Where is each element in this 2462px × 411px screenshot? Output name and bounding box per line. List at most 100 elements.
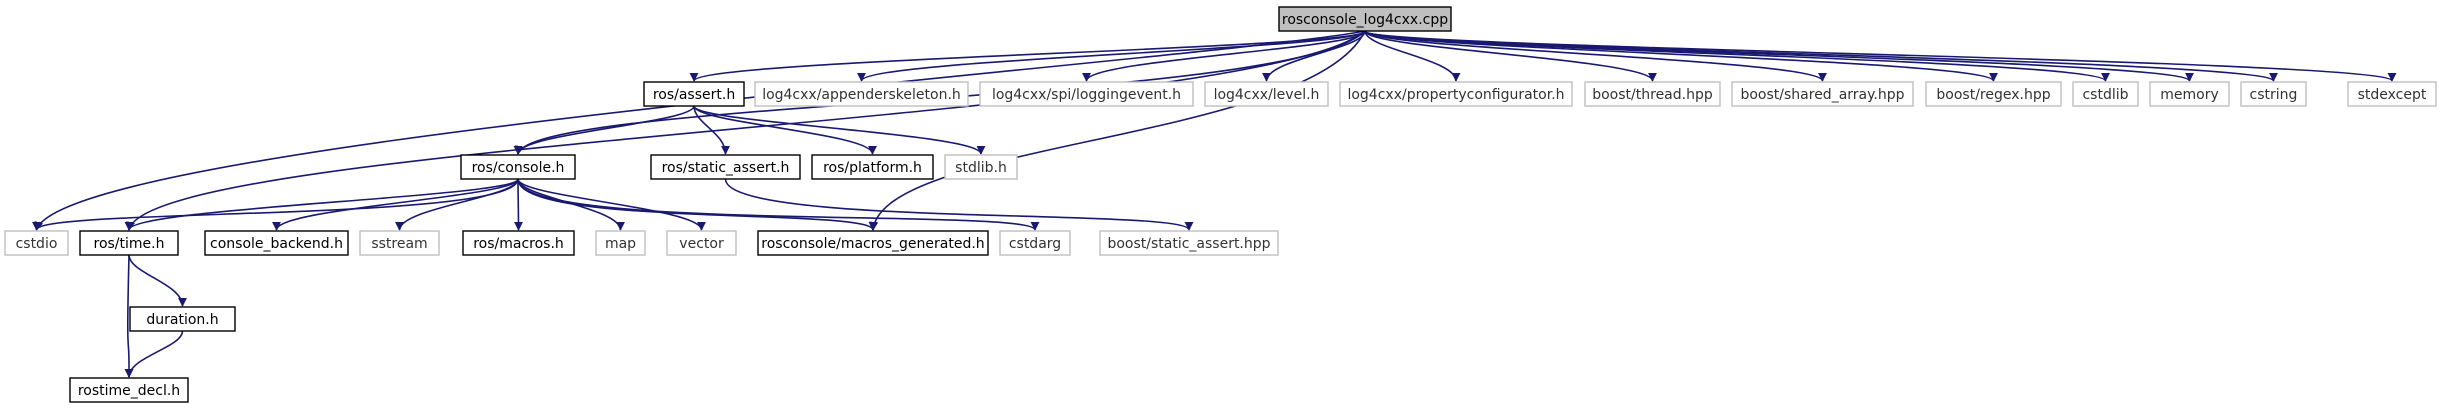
node-map: map xyxy=(595,230,646,256)
node-cstdlib: cstdlib xyxy=(2072,81,2139,107)
edge-root-to-appender xyxy=(857,30,1366,82)
edge-console-to-backend xyxy=(272,178,519,231)
edge-root-to-logevent xyxy=(1082,30,1366,82)
edge-console-to-cstdarg xyxy=(517,178,1040,231)
node-console[interactable]: ros/console.h xyxy=(460,154,576,180)
node-map-box xyxy=(595,230,646,256)
node-duration-box xyxy=(129,306,236,332)
node-cstdio-label: cstdio xyxy=(16,236,58,252)
node-level-box xyxy=(1204,81,1329,107)
node-vector: vector xyxy=(666,230,737,256)
node-root-label: rosconsole_log4cxx.cpp xyxy=(1282,12,1448,28)
edge-root-to-sharedarr xyxy=(1364,30,1827,82)
nodes-layer: rosconsole_log4cxx.cpp ros/assert.h log4cx… xyxy=(4,6,2437,403)
node-assert[interactable]: ros/assert.h xyxy=(643,81,745,107)
edge-time-to-rostimedecl xyxy=(124,254,134,378)
node-vector-label: vector xyxy=(679,236,724,252)
node-sharedarr: boost/shared_array.hpp xyxy=(1731,81,1914,107)
node-regex-label: boost/regex.hpp xyxy=(1936,87,2050,103)
node-cstdarg: cstdarg xyxy=(999,230,1071,256)
node-time-box xyxy=(79,230,179,256)
node-cstdlib-box xyxy=(2072,81,2139,107)
node-macrosgen-box xyxy=(757,230,989,256)
node-staticassert[interactable]: ros/static_assert.h xyxy=(650,154,801,180)
node-assert-label: ros/assert.h xyxy=(653,87,735,103)
node-rostimedecl-label: rostime_decl.h xyxy=(78,383,180,399)
edge-assert-to-platform xyxy=(693,105,877,155)
node-level: log4cxx/level.h xyxy=(1204,81,1329,107)
node-memory-label: memory xyxy=(2160,87,2219,103)
node-propconf: log4cxx/propertyconfigurator.h xyxy=(1339,81,1573,107)
edge-console-to-macrosgen xyxy=(517,178,878,231)
node-rostimedecl[interactable]: rostime_decl.h xyxy=(69,377,189,403)
edge-console-to-vector xyxy=(517,178,706,231)
node-logevent-box xyxy=(979,81,1194,107)
node-sharedarr-label: boost/shared_array.hpp xyxy=(1740,87,1904,103)
node-appender: log4cxx/appenderskeleton.h xyxy=(754,81,969,107)
edge-assert-to-stdlib xyxy=(693,105,986,155)
node-staticassert-label: ros/static_assert.h xyxy=(662,160,790,176)
node-stdexcept: stdexcept xyxy=(2347,81,2437,107)
edge-root-to-macrosgen xyxy=(869,30,1366,231)
node-boostsa-box xyxy=(1099,230,1279,256)
node-macros-box xyxy=(462,230,575,256)
node-stdlib-label: stdlib.h xyxy=(955,160,1007,176)
node-thread-box xyxy=(1584,81,1721,107)
edge-root-to-propconf xyxy=(1364,30,1461,82)
edge-console-to-cstdio xyxy=(32,178,519,231)
node-stdexcept-box xyxy=(2347,81,2437,107)
node-cstring: cstring xyxy=(2240,81,2307,107)
node-boostsa: boost/static_assert.hpp xyxy=(1099,230,1279,256)
node-propconf-label: log4cxx/propertyconfigurator.h xyxy=(1347,87,1564,103)
edge-root-to-assert xyxy=(689,30,1366,82)
node-regex-box xyxy=(1925,81,2062,107)
node-logevent: log4cxx/spi/loggingevent.h xyxy=(979,81,1194,107)
node-macrosgen-label: rosconsole/macros_generated.h xyxy=(761,236,984,252)
edge-root-to-thread xyxy=(1364,30,1657,82)
node-console-label: ros/console.h xyxy=(472,160,565,176)
node-sstream: sstream xyxy=(359,230,440,256)
node-rostimedecl-box xyxy=(69,377,189,403)
node-vector-box xyxy=(666,230,737,256)
node-logevent-label: log4cxx/spi/loggingevent.h xyxy=(992,87,1181,103)
node-boostsa-label: boost/static_assert.hpp xyxy=(1107,236,1270,252)
node-appender-label: log4cxx/appenderskeleton.h xyxy=(762,87,961,103)
node-propconf-box xyxy=(1339,81,1573,107)
node-sharedarr-box xyxy=(1731,81,1914,107)
node-time[interactable]: ros/time.h xyxy=(79,230,179,256)
node-duration[interactable]: duration.h xyxy=(129,306,236,332)
node-root[interactable]: rosconsole_log4cxx.cpp xyxy=(1278,6,1452,32)
node-macros[interactable]: ros/macros.h xyxy=(462,230,575,256)
node-macrosgen[interactable]: rosconsole/macros_generated.h xyxy=(757,230,989,256)
edge-console-to-map xyxy=(517,178,625,231)
node-sstream-box xyxy=(359,230,440,256)
node-root-box xyxy=(1278,6,1452,32)
edge-time-to-duration xyxy=(128,254,187,307)
node-assert-box xyxy=(643,81,745,107)
node-cstdio-box xyxy=(4,230,69,256)
edge-assert-to-staticassert xyxy=(693,105,730,155)
node-macros-label: ros/macros.h xyxy=(473,236,564,252)
node-cstring-box xyxy=(2240,81,2307,107)
edge-console-to-time xyxy=(124,178,519,231)
node-staticassert-box xyxy=(650,154,801,180)
node-appender-box xyxy=(754,81,969,107)
edge-root-to-stdexcept xyxy=(1364,30,2397,82)
node-regex: boost/regex.hpp xyxy=(1925,81,2062,107)
edge-root-to-regex xyxy=(1364,30,1998,82)
node-time-label: ros/time.h xyxy=(94,236,165,252)
node-map-label: map xyxy=(605,236,636,252)
node-backend-box xyxy=(204,230,349,256)
node-platform[interactable]: ros/platform.h xyxy=(811,154,934,180)
edge-duration-to-rostimedecl xyxy=(124,330,184,378)
edge-root-to-cstdio xyxy=(34,30,1366,231)
node-platform-label: ros/platform.h xyxy=(823,160,922,176)
edge-root-to-time xyxy=(126,30,1366,231)
node-thread: boost/thread.hpp xyxy=(1584,81,1721,107)
node-backend-label: console_backend.h xyxy=(210,236,343,252)
edge-console-to-sstream xyxy=(395,178,519,231)
node-backend[interactable]: console_backend.h xyxy=(204,230,349,256)
node-stdlib-box xyxy=(944,154,1018,180)
node-cstdarg-box xyxy=(999,230,1071,256)
